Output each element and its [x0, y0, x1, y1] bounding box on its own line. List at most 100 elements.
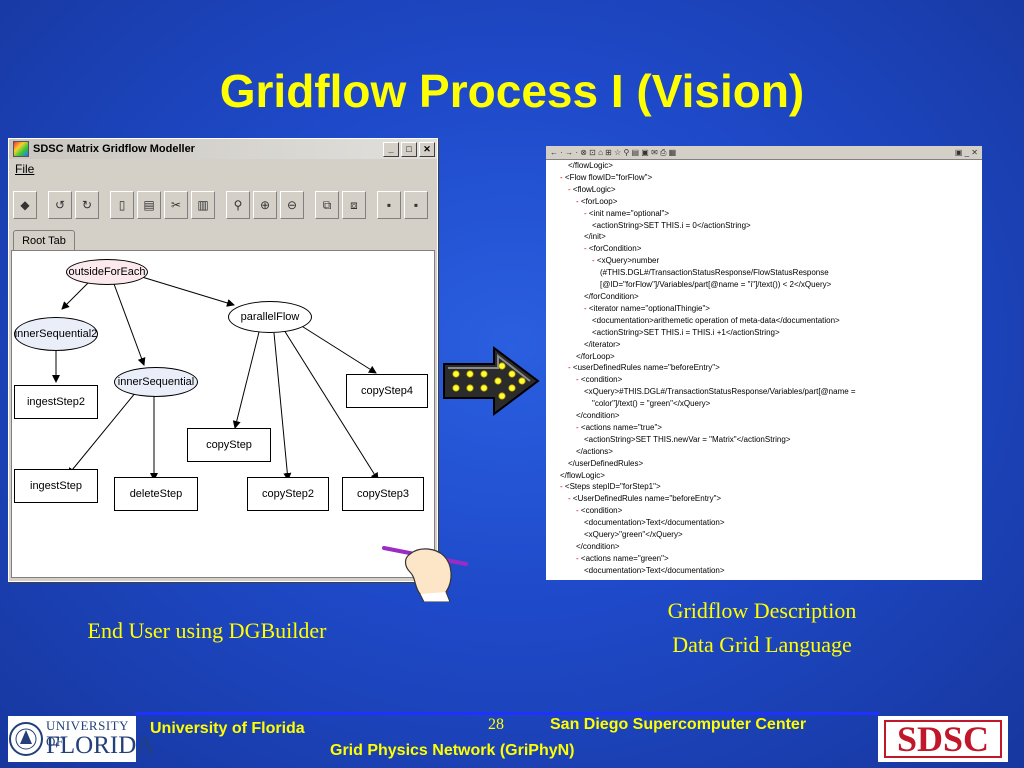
xml-line: </iterator> — [584, 339, 621, 349]
xml-line: - <condition> — [576, 506, 623, 516]
transform-arrow-icon — [443, 346, 540, 416]
xml-line: - <userDefinedRules name="beforeEntry"> — [568, 363, 720, 373]
footer-divider — [135, 712, 879, 715]
align-left-icon[interactable]: ▪ — [377, 191, 401, 219]
window-title: SDSC Matrix Gridflow Modeller — [33, 143, 195, 155]
maximize-button[interactable]: □ — [401, 141, 417, 157]
node-outsideForEach[interactable]: outsideForEach — [66, 259, 148, 285]
edge — [61, 280, 91, 310]
xml-line: - <xQuery>number — [592, 256, 660, 266]
tab-root[interactable]: Root Tab — [13, 230, 75, 251]
footer-right: San Diego Supercomputer Center — [550, 716, 807, 733]
xml-line: <actionString>SET THIS.i = THIS.i +1</ac… — [592, 327, 780, 337]
node-copyStep2[interactable]: copyStep2 — [247, 477, 329, 511]
xml-toolbar: ← · → · ⊗ ⊡ ⌂ ⊞ ☆ ⚲ ▤ ▣ ✉ ⎙ ▦ ▣ _ ✕ — [546, 146, 982, 160]
close-button[interactable]: ✕ — [419, 141, 435, 157]
xml-line: <xQuery>#THIS.DGL#/TransactionStatusResp… — [584, 387, 856, 397]
ungroup-icon[interactable]: ⧈ — [342, 191, 366, 219]
xml-line: </forLoop> — [576, 351, 615, 361]
xml-line: "color"]/text() = "green"</xQuery> — [592, 399, 711, 409]
minimize-button[interactable]: _ — [383, 141, 399, 157]
menu-bar: File — [9, 159, 437, 179]
delete-icon[interactable]: ▥ — [191, 191, 215, 219]
xml-line: [@ID="forFlow"]/Variables/part[@name = "… — [600, 280, 832, 290]
node-parallelFlow[interactable]: parallelFlow — [228, 301, 312, 333]
node-innerSequential2[interactable]: innerSequential2 — [14, 317, 98, 351]
xml-line: <actionString>SET THIS.i = 0</actionStri… — [592, 220, 751, 230]
flow-canvas[interactable]: outsideForEach innerSequential2 parallel… — [11, 250, 435, 578]
xml-line: - <Flow flowID="forFlow"> — [560, 172, 653, 182]
xml-line: - <flowLogic> — [568, 184, 616, 194]
left-caption: End User using DGBuilder — [87, 618, 327, 643]
xml-line: </userDefinedRules> — [568, 458, 644, 468]
node-copyStep4[interactable]: copyStep4 — [346, 374, 428, 408]
hand-pen-illustration — [382, 546, 468, 602]
xml-line: <documentation>Text</documentation> — [584, 565, 725, 575]
copy-icon[interactable]: ▯ — [110, 191, 134, 219]
zoom-in-icon[interactable]: ⊕ — [253, 191, 277, 219]
edge — [283, 329, 379, 481]
edge — [232, 331, 260, 429]
xml-line: </condition> — [576, 542, 620, 551]
xml-line: <xQuery>"green"</xQuery> — [584, 530, 683, 540]
uf-logo-bottom: FLORIDA — [46, 732, 155, 759]
xml-content: </flowLogic> - <Flow flowID="forFlow"> - <… — [546, 160, 982, 577]
xml-line: </actions> — [576, 446, 613, 456]
group-icon[interactable]: ⧉ — [315, 191, 339, 219]
page-number: 28 — [488, 716, 504, 733]
footer-center: Grid Physics Network (GriPhyN) — [330, 742, 575, 759]
cut-icon[interactable]: ✂ — [164, 191, 188, 219]
xml-line: - <condition> — [576, 375, 623, 385]
edge — [113, 283, 146, 366]
footer-left: University of Florida — [150, 720, 305, 737]
window-controls[interactable]: ▣ _ ✕ — [954, 148, 978, 157]
xml-line: - <Steps stepID="forStep1"> — [560, 482, 661, 492]
xml-line: </init> — [584, 232, 606, 242]
node-deleteStep[interactable]: deleteStep — [114, 477, 198, 511]
xml-line: - <actions name="green"> — [576, 553, 669, 563]
edge — [141, 276, 235, 307]
edge — [273, 332, 292, 481]
node-innerSequential[interactable]: innerSequential — [114, 367, 198, 397]
node-copyStep[interactable]: copyStep — [187, 428, 271, 462]
gridflow-modeller-window: SDSC Matrix Gridflow Modeller _ □ ✕ File… — [8, 138, 438, 582]
node-ingestStep[interactable]: ingestStep — [14, 469, 98, 503]
xml-line: <actionString>SET THIS.newVar = "Matrix"… — [584, 434, 791, 444]
browser-toolbar-icons[interactable]: ← · → · ⊗ ⊡ ⌂ ⊞ ☆ ⚲ ▤ ▣ ✉ ⎙ ▦ — [550, 148, 677, 157]
xml-line: </condition> — [576, 411, 620, 421]
uf-seal-icon — [9, 722, 43, 756]
redo-icon[interactable]: ↻ — [75, 191, 99, 219]
zoom-out-icon[interactable]: ⊖ — [280, 191, 304, 219]
xml-line: </flowLogic> — [560, 470, 605, 480]
zoom-icon[interactable]: ⚲ — [226, 191, 250, 219]
sdsc-logo: SDSC — [878, 716, 1008, 762]
right-caption-line1: Gridflow Description — [667, 598, 857, 623]
right-caption-line2: Data Grid Language — [672, 632, 852, 657]
uf-logo-top: UNIVERSITY OF — [46, 718, 129, 749]
node-ingestStep2[interactable]: ingestStep2 — [14, 385, 98, 419]
xml-line: </forCondition> — [584, 291, 639, 301]
xml-line: - <UserDefinedRules name="beforeEntry"> — [568, 494, 722, 504]
xml-viewer-window: ← · → · ⊗ ⊡ ⌂ ⊞ ☆ ⚲ ▤ ▣ ✉ ⎙ ▦ ▣ _ ✕ </fl… — [546, 146, 982, 580]
university-of-florida-logo: UNIVERSITY OF FLORIDA — [8, 716, 154, 762]
xml-line: - <iterator name="optionalThingie"> — [584, 303, 710, 313]
paste-icon[interactable]: ▤ — [137, 191, 161, 219]
xml-line: - <forLoop> — [576, 196, 618, 206]
xml-line: <documentation>arithemetic operation of … — [592, 315, 840, 325]
edge — [299, 324, 377, 374]
menu-file[interactable]: File — [15, 162, 35, 176]
align-right-icon[interactable]: ▪ — [404, 191, 428, 219]
xml-line: <documentation>Text</documentation> — [584, 518, 725, 528]
xml-line: - <forCondition> — [584, 244, 642, 254]
app-icon — [13, 141, 29, 157]
window-titlebar[interactable]: SDSC Matrix Gridflow Modeller _ □ ✕ — [9, 139, 437, 159]
flow-edges — [52, 276, 379, 481]
xml-line: - <actions name="true"> — [576, 422, 662, 432]
sdsc-logo-text: SDSC — [896, 719, 990, 759]
toolbar: ◆ ↺ ↻ ▯ ▤ ✂ ▥ ⚲ ⊕ ⊖ ⧉ ⧈ ▪ ▪ — [13, 191, 431, 219]
xml-line: - <init name="optional"> — [584, 208, 670, 218]
undo-icon[interactable]: ↺ — [48, 191, 72, 219]
xml-line: (#THIS.DGL#/TransactionStatusResponse/Fl… — [600, 268, 829, 278]
node-copyStep3[interactable]: copyStep3 — [342, 477, 424, 511]
pointer-tool-icon[interactable]: ◆ — [13, 191, 37, 219]
